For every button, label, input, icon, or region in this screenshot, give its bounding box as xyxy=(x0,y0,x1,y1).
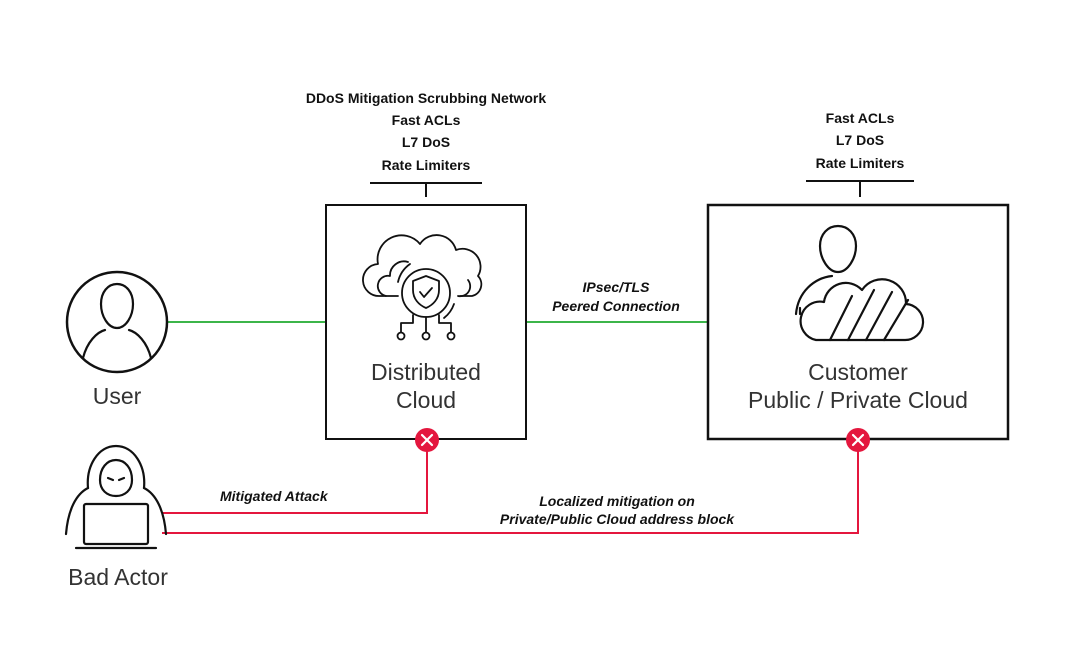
mitigated-attack-label: Mitigated Attack xyxy=(220,488,329,504)
dc-feature: Rate Limiters xyxy=(382,157,471,173)
customer-feature: L7 DoS xyxy=(836,132,884,148)
peer-label-line2: Peered Connection xyxy=(552,298,680,314)
cloud-shield-icon xyxy=(362,234,483,341)
dc-feature: Fast ACLs xyxy=(392,112,461,128)
localized-mitigation-link xyxy=(162,450,859,534)
dc-feature: L7 DoS xyxy=(402,134,450,150)
localized-mitigation-label-line1: Localized mitigation on xyxy=(539,493,695,509)
peer-label-line1: IPsec/TLS xyxy=(583,279,651,295)
person-cloud-icon xyxy=(794,224,925,342)
customer-feature-list: Fast ACLs L7 DoS Rate Limiters xyxy=(806,110,914,197)
dc-feature: DDoS Mitigation Scrubbing Network xyxy=(306,90,547,106)
dc-title-line2: Cloud xyxy=(396,387,456,413)
user-icon xyxy=(65,270,169,374)
customer-cloud-node: Customer Public / Private Cloud xyxy=(706,203,1010,441)
blocked-x-icon xyxy=(846,428,870,452)
localized-mitigation-label-line2: Private/Public Cloud address block xyxy=(500,511,735,527)
customer-feature: Rate Limiters xyxy=(816,155,905,171)
dc-title-line1: Distributed xyxy=(371,359,481,385)
customer-title-line1: Customer xyxy=(808,359,908,385)
blocked-x-icon xyxy=(415,428,439,452)
dc-feature-list: DDoS Mitigation Scrubbing Network Fast A… xyxy=(306,90,547,197)
user-label: User xyxy=(93,383,142,409)
hacker-icon xyxy=(64,444,168,550)
customer-title-line2: Public / Private Cloud xyxy=(748,387,968,413)
mitigated-attack-link xyxy=(162,450,428,514)
distributed-cloud-node: Distributed Cloud xyxy=(325,204,527,440)
customer-feature: Fast ACLs xyxy=(826,110,895,126)
bad-actor-label: Bad Actor xyxy=(68,564,168,590)
user-node: User xyxy=(65,270,169,409)
bad-actor-node: Bad Actor xyxy=(64,444,168,590)
